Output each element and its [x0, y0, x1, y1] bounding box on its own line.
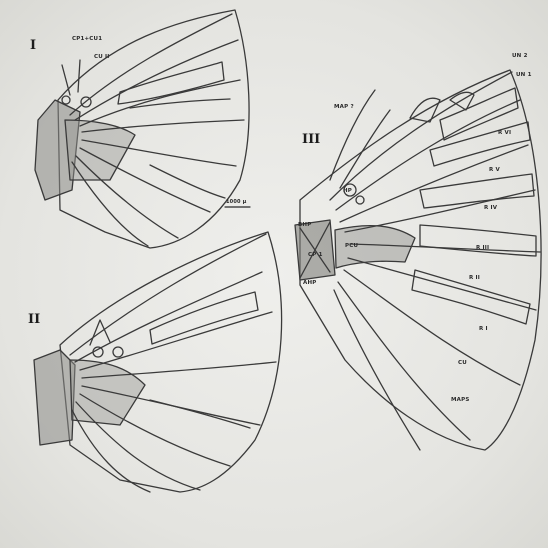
figure-3-label-bhp: BHP: [298, 222, 311, 228]
figure-1-label-cp-cu: CP1+CU1: [72, 36, 102, 42]
figure-1-label-cu2: CU II: [94, 54, 110, 60]
figure-2-base: [34, 350, 75, 445]
figure-3-label-maps: MAPS: [451, 397, 470, 403]
scale-bar-label: 1000 µ: [226, 199, 247, 205]
figure-3-label-pcu: PCU: [345, 243, 358, 249]
figure-1-numeral: I: [30, 38, 36, 53]
figure-1-wing: [35, 10, 249, 248]
figure-3-label-map: MAP ?: [334, 104, 354, 110]
figure-2-numeral: II: [28, 312, 40, 327]
figure-3-label-ahp: AHP: [303, 280, 317, 286]
figure-3-wing: [295, 70, 541, 450]
figure-3-label-r5: R V: [489, 167, 500, 173]
figure-3-label-cp: CP 1: [308, 252, 323, 258]
figure-3-label-un1: UN 1: [516, 72, 532, 78]
figure-3-label-r3: R III: [476, 245, 489, 251]
figure-3-numeral: III: [302, 132, 320, 147]
figure-3-label-r4: R IV: [484, 205, 497, 211]
figure-3-label-hp: HP: [343, 188, 352, 194]
figure-3-label-un2: UN 2: [512, 53, 528, 59]
figure-3-label-r2: R II: [469, 275, 480, 281]
figure-3-label-r1: R I: [479, 326, 488, 332]
figure-3-label-r6: R VI: [498, 130, 511, 136]
figure-2-wing: [34, 232, 282, 492]
figure-3-label-cu: CU: [458, 360, 467, 366]
